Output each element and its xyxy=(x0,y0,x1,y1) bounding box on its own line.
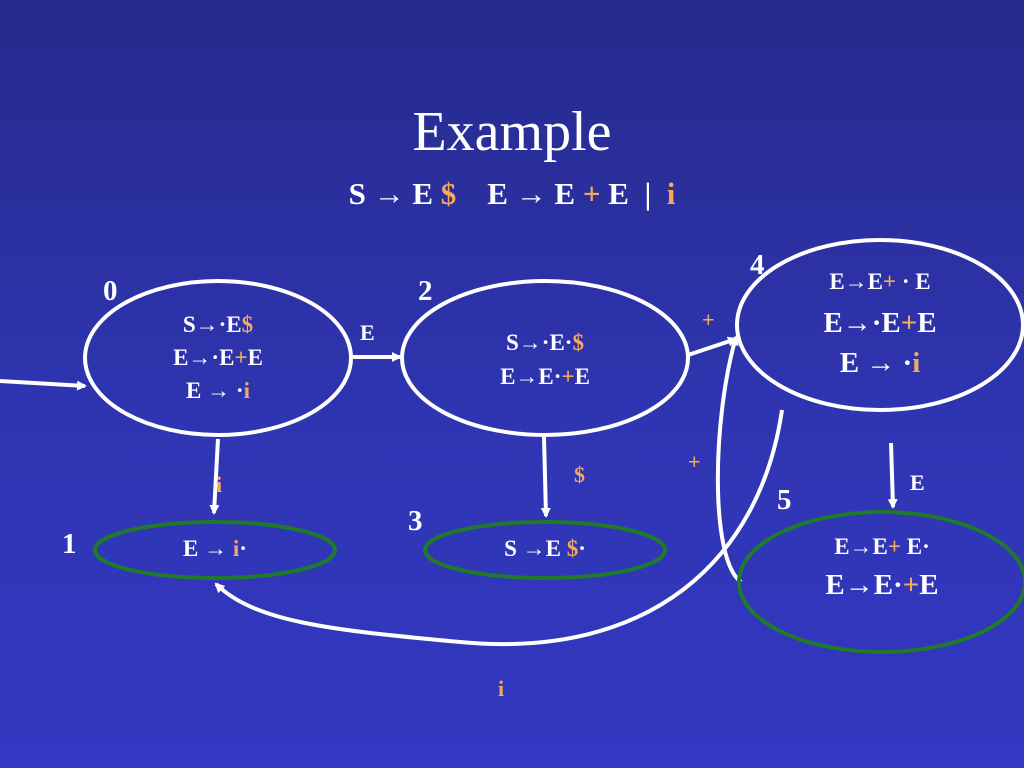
slide-title: Example xyxy=(412,101,612,163)
transition-label-0-to-2: E xyxy=(360,320,375,345)
transition-arrow-4-to-5 xyxy=(887,442,898,509)
state-2-ellipse xyxy=(400,279,690,437)
state-3-number: 3 xyxy=(408,505,423,537)
transition-arrow-2-to-4 xyxy=(687,336,738,357)
transition-arrow-0-to-1 xyxy=(209,438,220,515)
transition-arrow-2-to-3 xyxy=(540,436,551,518)
state-2-number: 2 xyxy=(418,275,433,307)
transition-arrow-5-to-4 xyxy=(715,335,743,584)
state-5-ellipse xyxy=(737,510,1024,654)
transition-label-0-to-1: i xyxy=(216,472,223,497)
state-0-item-1: E→·E+E xyxy=(173,345,263,370)
state-4-item-2: E → ·i xyxy=(839,347,921,379)
transition-label-2-to-3: $ xyxy=(574,462,585,487)
state-1-ellipse xyxy=(93,520,337,580)
state-1-number: 1 xyxy=(62,528,77,560)
state-4-ellipse xyxy=(735,238,1024,412)
transition-label-2-to-4: + xyxy=(702,307,715,332)
transition-label-5-to-4: + xyxy=(688,449,701,474)
state-0-ellipse xyxy=(83,279,353,437)
grammar-rules: S → E $ E → E + E | i xyxy=(348,176,676,211)
state-3-ellipse xyxy=(423,520,667,580)
state-2-item-0: S→·E·$ xyxy=(506,330,584,355)
state-5-item-0: E→E+ E· xyxy=(834,534,930,559)
state-2-item-1: E→E·+E xyxy=(500,364,590,389)
state-0-item-0: S→·E$ xyxy=(182,312,254,337)
state-0-number: 0 xyxy=(103,275,118,307)
state-0-item-2: E → ·i xyxy=(186,378,250,403)
transition-arrow-4-to-1 xyxy=(214,409,784,647)
state-1-item-0: E → i· xyxy=(183,536,247,561)
state-3-item-0: S →E $· xyxy=(504,536,586,561)
transition-arrow-start-to-0 xyxy=(0,379,87,391)
state-4-item-1: E→·E+E xyxy=(823,307,937,339)
state-5-number: 5 xyxy=(777,484,792,516)
state-5-item-1: E→E·+E xyxy=(825,569,939,601)
state-4-number: 4 xyxy=(750,249,765,281)
transition-label-4-to-1: i xyxy=(498,676,505,701)
state-4-item-0: E→E+ · E xyxy=(829,269,931,294)
transition-label-4-to-5: E xyxy=(910,470,925,495)
